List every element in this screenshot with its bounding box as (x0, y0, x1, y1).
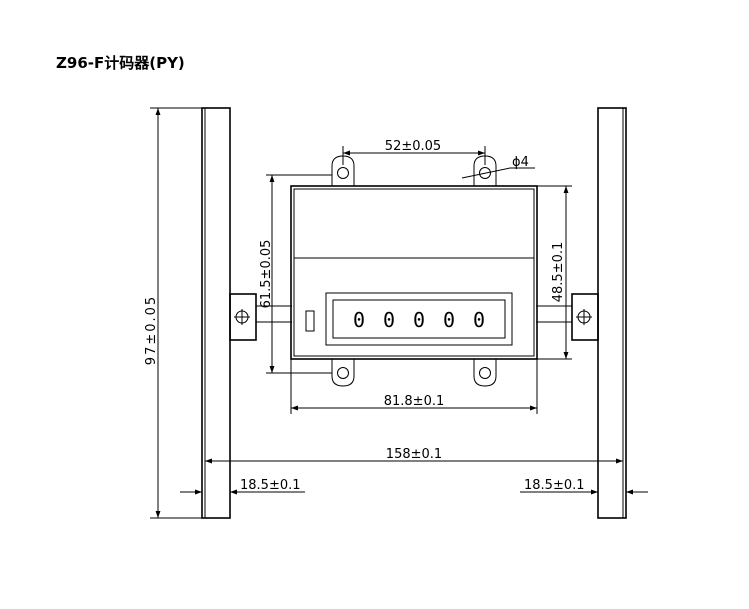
dim-body-height-right: 48.5±0.1 (537, 185, 572, 360)
bottom-right-tab (473, 359, 497, 387)
dim-body-height-left: 61.5±0.05 (259, 174, 332, 374)
body-width-label: 81.8±0.1 (384, 394, 445, 409)
dim-left-offset: 18.5±0.1 (180, 478, 305, 495)
overall-height-label: 97±0.05 (144, 295, 159, 365)
dim-right-offset: 18.5±0.1 (520, 478, 648, 495)
digit-window: 0 0 0 0 0 (325, 292, 513, 346)
hole-spacing-label: 52±0.05 (385, 139, 441, 154)
dim-overall-height: 97±0.05 (144, 107, 202, 519)
left-offset-label: 18.5±0.1 (240, 478, 301, 493)
dim-hole-spacing: 52±0.05 (342, 139, 486, 165)
digit-4: 0 (443, 308, 455, 332)
body-height-right-label: 48.5±0.1 (551, 242, 566, 303)
body-height-left-label: 61.5±0.05 (259, 240, 274, 309)
digit-3: 0 (413, 308, 425, 332)
bottom-left-tab (331, 359, 355, 387)
dim-body-width: 81.8±0.1 (290, 359, 538, 414)
right-offset-label: 18.5±0.1 (524, 478, 585, 493)
reset-button (305, 310, 315, 332)
digit-5: 0 (473, 308, 485, 332)
overall-width-label: 158±0.1 (386, 447, 442, 462)
digit-1: 0 (353, 308, 365, 332)
hole-diameter-label: ϕ4 (512, 155, 529, 170)
dim-hole-diameter: ϕ4 (461, 155, 535, 179)
left-rail (201, 107, 231, 519)
counter-body (290, 185, 538, 360)
drawing-title: Z96-F计码器(PY) (56, 54, 185, 72)
digit-2: 0 (383, 308, 395, 332)
right-bracket (536, 293, 599, 341)
right-rail (597, 107, 627, 519)
dim-overall-width: 158±0.1 (205, 447, 623, 464)
